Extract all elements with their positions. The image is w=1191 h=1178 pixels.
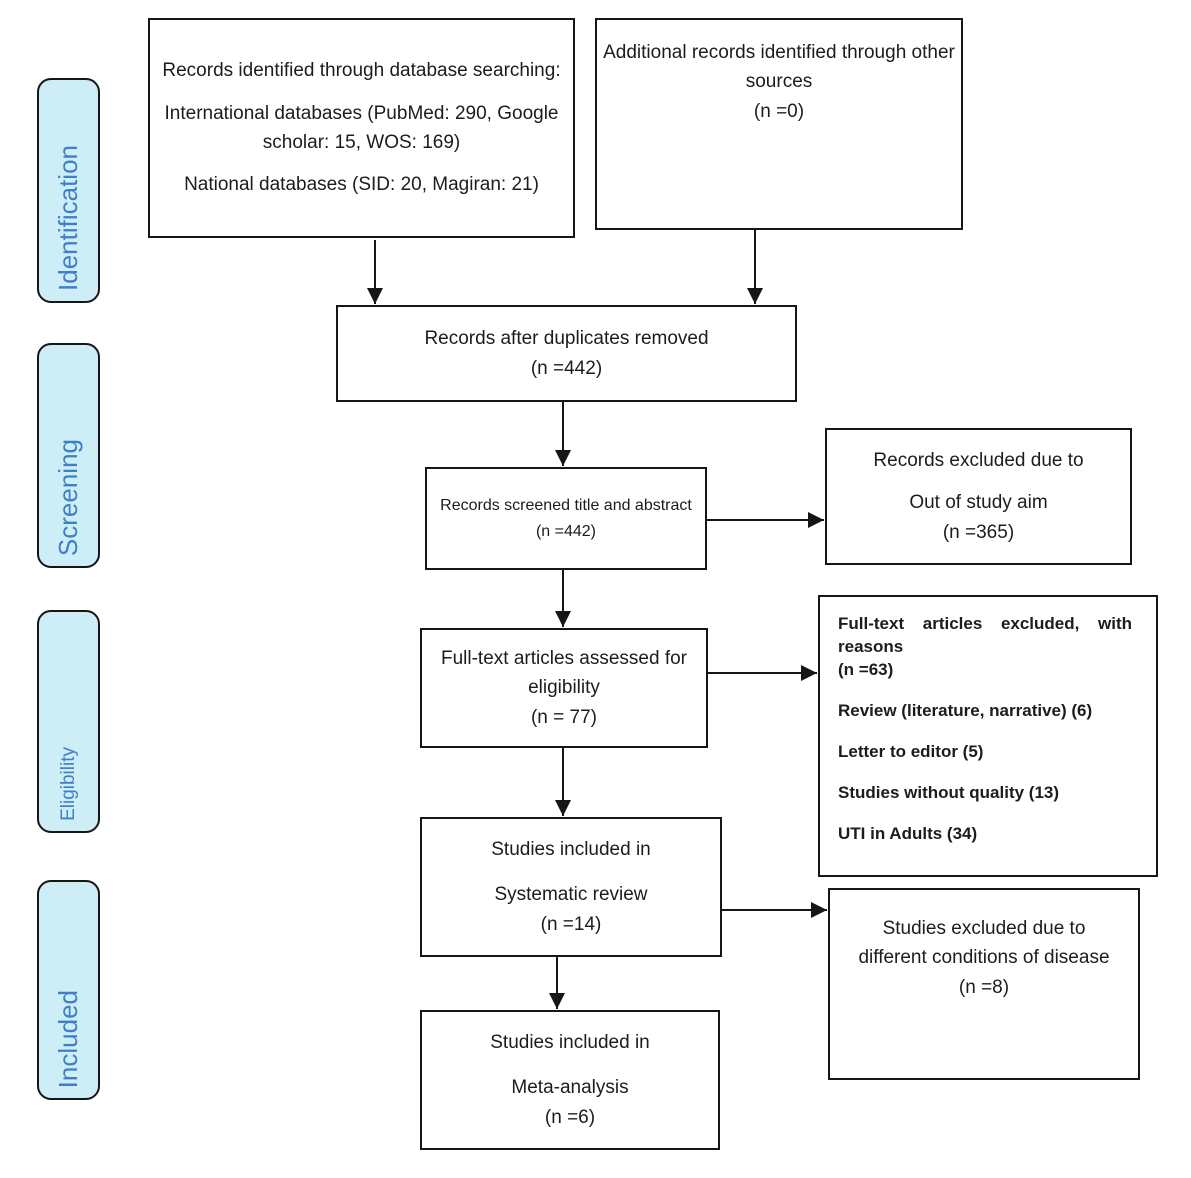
fulltext-excluded-reason: Letter to editor (5) <box>838 741 984 761</box>
fulltext-excluded-reason: UTI in Adults (34) <box>838 823 978 843</box>
stage-label-included-text: Included <box>53 989 83 1088</box>
fulltext-assessed-text: Full-text articles assessed for eligibil… <box>440 647 688 699</box>
studies-excluded-n: (n =8) <box>958 976 1010 998</box>
meta-analysis-line1: Studies included in <box>490 1031 650 1053</box>
records-identified-title: Records identified through database sear… <box>162 60 561 82</box>
studies-excluded-text: Studies excluded due to different condit… <box>858 918 1110 969</box>
additional-records-text: Additional records identified through ot… <box>603 42 955 93</box>
stage-label-included: Included <box>37 880 100 1100</box>
systematic-review-box: Studies included in Systematic review (n… <box>420 817 722 957</box>
fulltext-excluded-reason: Review (literature, narrative) (6) <box>838 700 1093 720</box>
fulltext-excluded-reason: Studies without quality (13) <box>838 782 1060 802</box>
duplicates-removed-box: Records after duplicates removed (n =442… <box>336 305 797 402</box>
systematic-review-line1: Studies included in <box>491 838 651 860</box>
stage-label-screening: Screening <box>37 343 100 568</box>
records-screened-box: Records screened title and abstract (n =… <box>425 467 707 570</box>
duplicates-removed-text: Records after duplicates removed <box>424 328 709 350</box>
fulltext-excluded-box: Full-text articles excluded, with reason… <box>818 595 1158 877</box>
additional-records-n: (n =0) <box>753 100 805 122</box>
systematic-review-n: (n =14) <box>540 913 602 935</box>
meta-analysis-box: Studies included in Meta-analysis (n =6) <box>420 1010 720 1150</box>
records-identified-international: International databases (PubMed: 290, Go… <box>164 102 559 153</box>
additional-records-box: Additional records identified through ot… <box>595 18 963 230</box>
records-screened-text: Records screened title and abstract <box>440 496 692 514</box>
studies-excluded-box: Studies excluded due to different condit… <box>828 888 1140 1080</box>
fulltext-assessed-n: (n = 77) <box>530 706 597 728</box>
stage-label-eligibility-text: Eligibility <box>57 747 79 821</box>
records-excluded-line2: Out of study aim <box>909 492 1048 514</box>
stage-label-eligibility: Eligibility <box>37 610 100 833</box>
meta-analysis-n: (n =6) <box>544 1106 596 1128</box>
records-excluded-line1: Records excluded due to <box>873 449 1084 471</box>
fulltext-excluded-heading: Full-text articles excluded, with reason… <box>838 614 1132 656</box>
records-screened-n: (n =442) <box>535 522 597 540</box>
systematic-review-line2: Systematic review <box>494 884 648 906</box>
records-excluded-n: (n =365) <box>942 521 1015 543</box>
fulltext-assessed-box: Full-text articles assessed for eligibil… <box>420 628 708 748</box>
stage-label-identification: Identification <box>37 78 100 303</box>
stage-label-identification-text: Identification <box>53 145 83 291</box>
meta-analysis-line2: Meta-analysis <box>511 1077 629 1099</box>
records-identified-national: National databases (SID: 20, Magiran: 21… <box>184 174 539 196</box>
records-excluded-box: Records excluded due to Out of study aim… <box>825 428 1132 565</box>
stage-label-screening-text: Screening <box>53 438 83 556</box>
duplicates-removed-n: (n =442) <box>530 357 603 379</box>
records-identified-box: Records identified through database sear… <box>148 18 575 238</box>
fulltext-excluded-n: (n =63) <box>838 659 894 679</box>
